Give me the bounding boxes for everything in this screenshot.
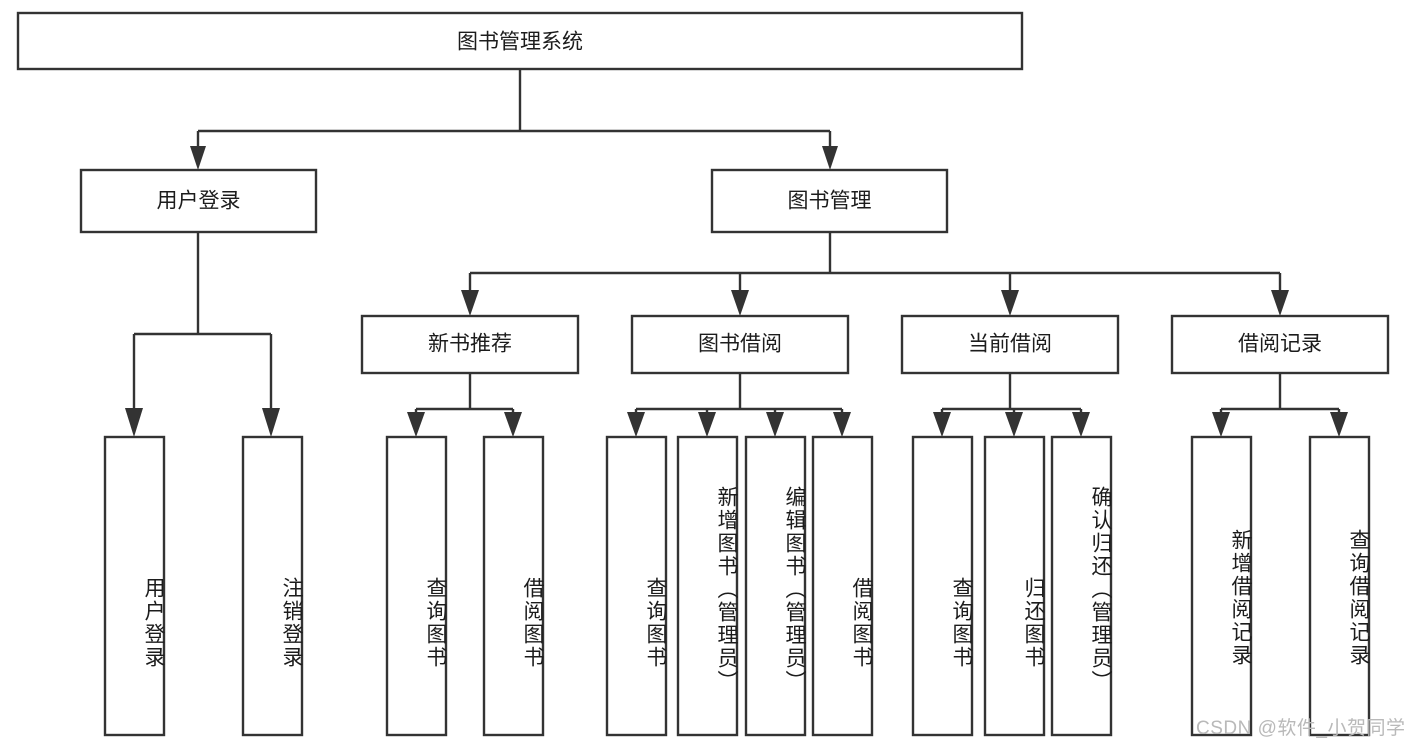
arrowhead-br-leaf-2: [1330, 412, 1348, 437]
node-label-current-borrow: 当前借阅: [968, 333, 1052, 356]
node-box-leaf-add-book[interactable]: [676, 435, 739, 737]
arrowhead-nb-leaf-1: [407, 412, 425, 437]
node-label-new-book-recommend: 新书推荐: [428, 333, 512, 356]
node-box-root[interactable]: [16, 11, 1024, 71]
arrowhead-bb-leaf-1: [627, 412, 645, 437]
node-box-book-management[interactable]: [710, 168, 949, 234]
node-box-leaf-edit-book[interactable]: [744, 435, 807, 737]
node-box-leaf-return-book[interactable]: [983, 435, 1046, 737]
arrowhead-cb-leaf-3: [1072, 412, 1090, 437]
arrowhead-cb-leaf-1: [933, 412, 951, 437]
node-label-book-borrow: 图书借阅: [698, 333, 782, 356]
node-box-leaf-logout[interactable]: [241, 435, 304, 737]
node-label-borrow-record: 借阅记录: [1238, 333, 1322, 356]
node-box-leaf-query-book-nb[interactable]: [385, 435, 448, 737]
node-label-user-login: 用户登录: [157, 190, 241, 213]
node-box-leaf-query-record[interactable]: [1308, 435, 1371, 737]
arrowhead-nb-leaf-2: [504, 412, 522, 437]
arrowhead-bb-leaf-4: [833, 412, 851, 437]
node-box-leaf-add-record[interactable]: [1190, 435, 1253, 737]
node-box-user-login[interactable]: [79, 168, 318, 234]
node-label-book-management: 图书管理: [788, 190, 872, 213]
arrowhead-borrow-book: [731, 290, 749, 316]
connectors-user-login-children: [125, 232, 280, 437]
node-box-leaf-confirm-return[interactable]: [1050, 435, 1113, 737]
node-box-current-borrow[interactable]: [900, 314, 1120, 375]
node-box-leaf-user-login[interactable]: [103, 435, 166, 737]
arrowhead-br-leaf-1: [1212, 412, 1230, 437]
arrowhead-leaf-user-login: [125, 408, 143, 437]
arrowhead-user-login: [190, 146, 206, 170]
connectors-book-mgmt-children: [461, 232, 1289, 316]
node-box-borrow-record[interactable]: [1170, 314, 1390, 375]
arrowhead-borrow-record: [1271, 290, 1289, 316]
node-box-leaf-borrow-book-nb[interactable]: [482, 435, 545, 737]
connectors-root-to-level2: [190, 69, 838, 170]
connectors-borrow-record-children: [1212, 373, 1348, 437]
arrowhead-book-mgmt: [822, 146, 838, 170]
csdn-watermark: CSDN @软件_小贺同学: [1196, 718, 1405, 739]
node-box-leaf-borrow-book-bb[interactable]: [811, 435, 874, 737]
arrowhead-leaf-logout: [262, 408, 280, 437]
arrowhead-new-book: [461, 290, 479, 316]
connectors-borrow-book-children: [627, 373, 851, 437]
arrowhead-current-borrow: [1001, 290, 1019, 316]
arrowhead-bb-leaf-3: [766, 412, 784, 437]
connectors-new-book-children: [407, 373, 522, 437]
node-label-root: 图书管理系统: [457, 31, 583, 54]
arrowhead-bb-leaf-2: [698, 412, 716, 437]
connectors-current-borrow-children: [933, 373, 1090, 437]
node-box-new-book-recommend[interactable]: [360, 314, 580, 375]
node-box-book-borrow[interactable]: [630, 314, 850, 375]
arrowhead-cb-leaf-2: [1005, 412, 1023, 437]
node-box-leaf-query-book-bb[interactable]: [605, 435, 668, 737]
node-box-leaf-query-book-cb[interactable]: [911, 435, 974, 737]
